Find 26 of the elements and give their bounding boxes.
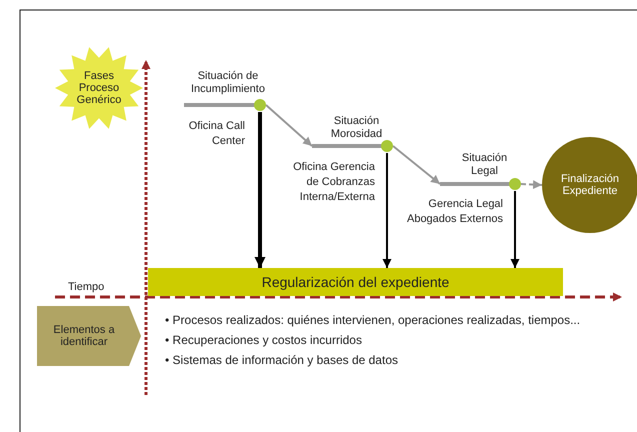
department-text: Oficina Gerencia de Cobranzas Interna/Externa [292, 160, 375, 205]
node-label: Fases Proceso Genérico [76, 69, 122, 108]
starburst-shape [55, 46, 143, 130]
phase-bar [312, 115, 393, 153]
process-band [148, 268, 563, 296]
pentagon-tag [37, 306, 141, 366]
phase-title: Situación de Incumplimiento [190, 70, 266, 96]
node-label: Finalización Expediente [560, 172, 620, 199]
arrow [265, 104, 313, 147]
phase-title: Situación Morosidad [330, 115, 384, 141]
arrow [392, 145, 441, 185]
node-label: Elementos a identificar [52, 323, 116, 350]
arrow [520, 180, 542, 190]
arrow [510, 191, 520, 268]
bullet-item: • Sistemas de información y bases de datos [165, 352, 399, 369]
phase-title: Situación Legal [460, 152, 508, 178]
arrow [382, 153, 392, 268]
axis-label: Tiempo [68, 281, 104, 294]
department-text: Gerencia Legal Abogados Externos [406, 197, 503, 227]
node-label: Regularización del expediente [260, 272, 450, 292]
phase-bar [440, 152, 521, 191]
phase-bar [184, 70, 266, 112]
arrow [254, 112, 266, 268]
department-text: Oficina Call Center [188, 119, 245, 149]
bullet-item: • Recuperaciones y costos incurridos [165, 332, 363, 349]
bullet-item: • Procesos realizados: quiénes intervienen, operaciones realizadas, tiempos... [165, 312, 580, 329]
